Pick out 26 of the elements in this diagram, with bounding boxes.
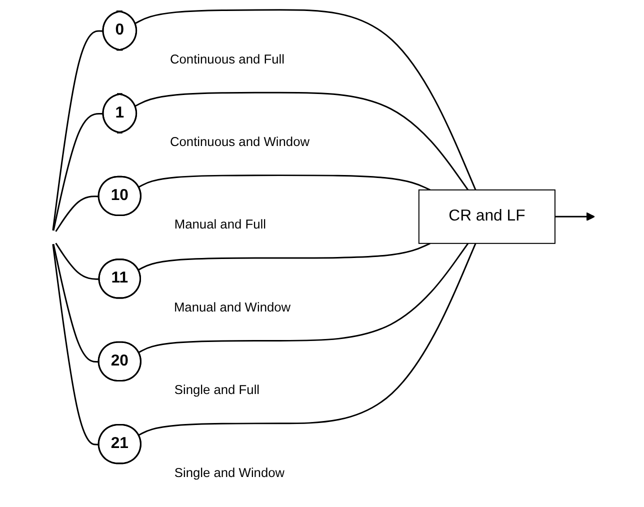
connector-line — [138, 242, 431, 271]
option-oval: 21 — [98, 424, 142, 464]
connector-line — [52, 112, 104, 231]
connector-line — [52, 30, 104, 231]
option-caption: Manual and Window — [174, 299, 291, 314]
option-caption: Continuous and Window — [170, 134, 310, 149]
option-caption: Single and Window — [174, 464, 285, 480]
option-oval: 1 — [102, 93, 138, 134]
connector-line — [138, 242, 469, 354]
connector-line — [55, 196, 100, 232]
connector-line — [135, 92, 469, 190]
connector-line — [52, 244, 100, 363]
connector-line — [55, 242, 100, 280]
connector-line — [138, 174, 431, 191]
option-oval: 11 — [98, 258, 142, 299]
option-oval: 0 — [102, 10, 138, 51]
connector-line — [138, 243, 476, 436]
connector-line — [52, 244, 100, 446]
option-caption: Continuous and Full — [170, 51, 285, 66]
option-oval: 20 — [98, 341, 142, 382]
connector-line — [135, 9, 476, 190]
option-caption: Single and Full — [174, 382, 260, 398]
option-caption: Manual and Full — [174, 216, 266, 232]
process-box: CR and LF — [418, 189, 556, 244]
option-oval: 10 — [98, 176, 142, 216]
arrow — [555, 212, 596, 222]
